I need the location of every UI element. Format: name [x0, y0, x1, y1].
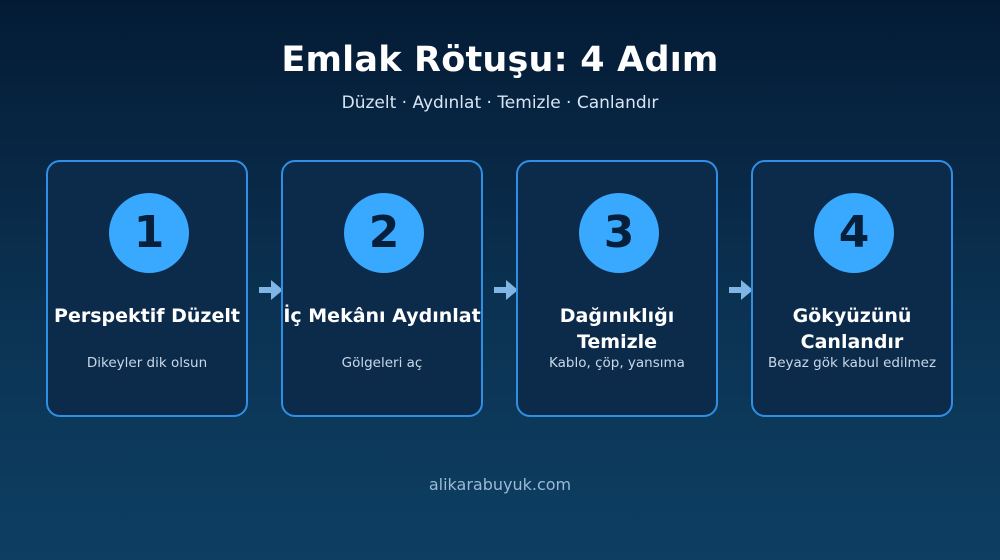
step-number-2: 2: [344, 193, 424, 273]
step-title-3-line-1: Dağınıklığı: [559, 305, 675, 327]
step-number-4: 4: [814, 193, 894, 273]
step-card-3: 3 Dağınıklığı Temizle Kablo, çöp, yansım…: [516, 160, 718, 417]
step-desc-1: Dikeyler dik olsun: [86, 355, 208, 371]
step-title-2: İç Mekânı Aydınlat: [283, 303, 481, 329]
step-desc-2: Gölgeleri aç: [341, 355, 423, 371]
step-title-4: Gökyüzünü Canlandır: [753, 303, 951, 355]
arrow-right-icon: [494, 280, 518, 300]
step-title-1: Perspektif Düzelt: [48, 303, 246, 329]
diagram-title: Emlak Rötuşu: 4 Adım: [281, 40, 719, 80]
step-title-4-line-1: Gökyüzünü: [792, 305, 912, 327]
step-title-1-line-1: Perspektif Düzelt: [54, 305, 240, 327]
step-desc-3: Kablo, çöp, yansıma: [549, 355, 685, 371]
steps-row: 1 Perspektif Düzelt Dikeyler dik olsun 2…: [0, 160, 1000, 420]
arrow-right-icon: [729, 280, 753, 300]
step-card-4: 4 Gökyüzünü Canlandır Beyaz gök kabul ed…: [751, 160, 953, 417]
diagram-subtitle: Düzelt · Aydınlat · Temizle · Canlandır: [341, 93, 659, 113]
step-number-1: 1: [109, 193, 189, 273]
step-title-3: Dağınıklığı Temizle: [518, 303, 716, 355]
footer-website: alikarabuyuk.com: [428, 475, 572, 494]
step-title-4-line-2: Canlandır: [800, 331, 904, 353]
step-number-3: 3: [579, 193, 659, 273]
step-title-3-line-2: Temizle: [576, 331, 658, 353]
arrow-right-icon: [259, 280, 283, 300]
step-card-1: 1 Perspektif Düzelt Dikeyler dik olsun: [46, 160, 248, 417]
step-desc-4: Beyaz gök kabul edilmez: [767, 355, 937, 371]
step-title-2-line-1: İç Mekânı Aydınlat: [283, 305, 481, 327]
step-card-2: 2 İç Mekânı Aydınlat Gölgeleri aç: [281, 160, 483, 417]
